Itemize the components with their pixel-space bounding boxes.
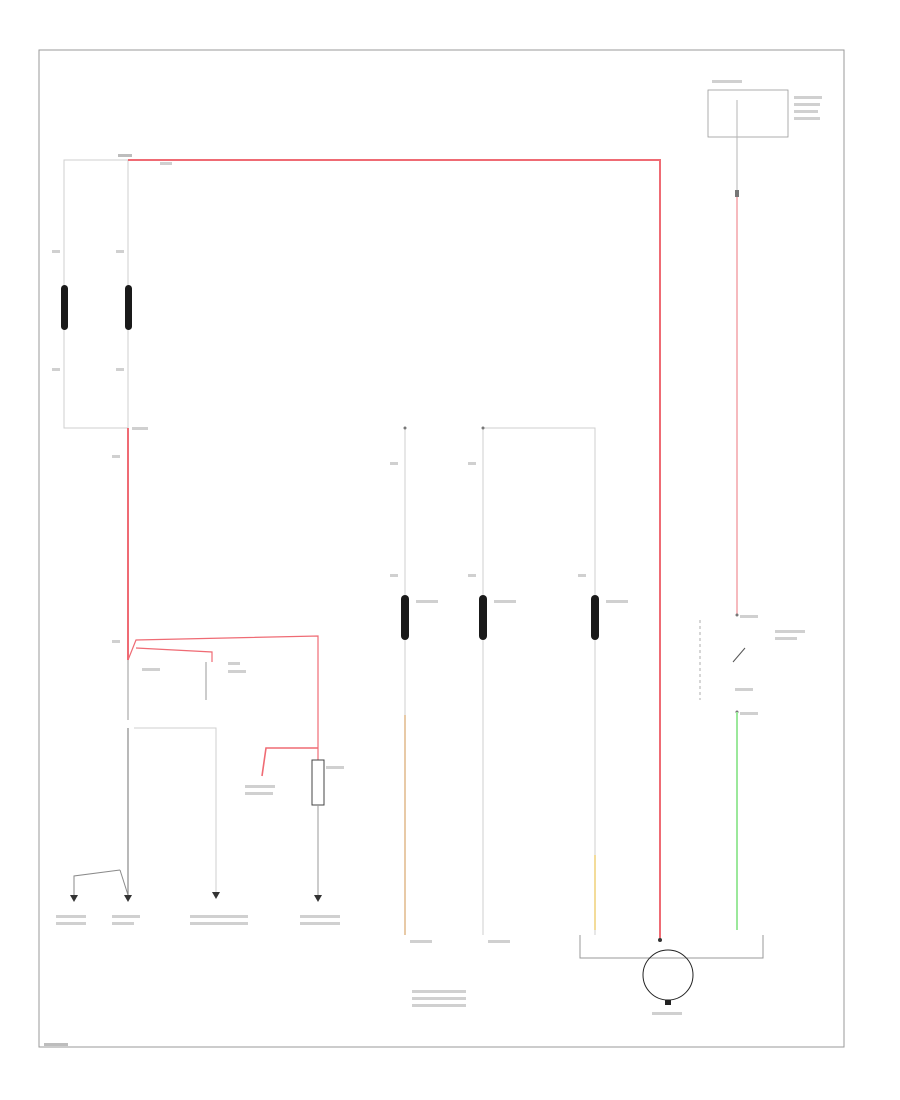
label-mark bbox=[468, 462, 476, 465]
wire-dark-left-spur bbox=[119, 869, 129, 896]
label-mark bbox=[794, 110, 818, 113]
label-mark bbox=[112, 455, 120, 458]
generator-ground bbox=[665, 1000, 671, 1005]
label-mark bbox=[412, 1004, 466, 1007]
wire-gray-switch-right bbox=[134, 727, 217, 892]
label-mark bbox=[494, 600, 516, 603]
label-mark bbox=[412, 990, 466, 993]
label-mark bbox=[116, 250, 124, 253]
label-mark bbox=[245, 785, 275, 788]
label-mark bbox=[794, 117, 820, 120]
label-mark bbox=[112, 922, 134, 925]
label-mark bbox=[606, 600, 628, 603]
label-mark bbox=[390, 574, 398, 577]
label-mark bbox=[44, 1043, 68, 1046]
label-mark bbox=[300, 915, 340, 918]
ground-3 bbox=[212, 892, 220, 899]
ground-1 bbox=[70, 895, 78, 902]
middle-fuse-block bbox=[401, 426, 599, 935]
label-mark bbox=[794, 96, 822, 99]
label-mark bbox=[652, 1012, 682, 1015]
label-mark bbox=[190, 915, 248, 918]
relay-contact bbox=[732, 647, 746, 663]
label-mark bbox=[132, 427, 148, 430]
label-mark bbox=[735, 688, 753, 691]
label-mark bbox=[468, 574, 476, 577]
label-mark bbox=[775, 637, 797, 640]
label-mark bbox=[300, 922, 340, 925]
label-mark bbox=[740, 615, 758, 618]
label-mark bbox=[112, 915, 140, 918]
label-mark bbox=[228, 662, 240, 665]
wire-main-red-top bbox=[128, 159, 661, 938]
label-mark bbox=[390, 462, 398, 465]
fuse-4-top-node bbox=[481, 426, 485, 430]
top-right-module bbox=[707, 89, 789, 138]
label-mark bbox=[142, 668, 160, 671]
wire-labels bbox=[44, 80, 822, 1046]
label-mark bbox=[118, 154, 132, 157]
fuse-5 bbox=[591, 595, 599, 640]
label-mark bbox=[712, 80, 742, 83]
label-mark bbox=[326, 766, 344, 769]
label-mark bbox=[52, 368, 60, 371]
wire-red-fusible bbox=[261, 747, 318, 777]
left-fuse-block bbox=[61, 159, 132, 429]
label-mark bbox=[740, 712, 758, 715]
generator-node bbox=[658, 938, 662, 942]
relay-node-top bbox=[735, 613, 739, 617]
wire-red-branch-2 bbox=[135, 647, 213, 662]
fuse-4 bbox=[479, 595, 487, 640]
label-mark bbox=[228, 670, 246, 673]
label-mark bbox=[410, 940, 432, 943]
label-mark bbox=[190, 922, 248, 925]
wire-top-left-loop bbox=[63, 159, 128, 429]
fuse-2 bbox=[125, 285, 132, 330]
ground-4 bbox=[314, 895, 322, 902]
fuse-1 bbox=[61, 285, 68, 330]
label-mark bbox=[112, 640, 120, 643]
label-mark bbox=[245, 792, 273, 795]
ignition-switch-area bbox=[70, 635, 325, 902]
fusible-link bbox=[311, 759, 325, 806]
diagram-border bbox=[38, 49, 845, 1048]
generator-block bbox=[579, 935, 764, 1005]
label-mark bbox=[578, 574, 586, 577]
label-mark bbox=[412, 997, 466, 1000]
ground-2 bbox=[124, 895, 132, 902]
wire-dark-left-branch bbox=[73, 869, 121, 895]
right-fuse-stub bbox=[735, 190, 739, 197]
wire-red-to-switch bbox=[127, 635, 319, 760]
label-mark bbox=[416, 600, 438, 603]
wire-fuse-4-5-top bbox=[483, 427, 596, 935]
label-mark bbox=[488, 940, 510, 943]
label-mark bbox=[775, 630, 805, 633]
fuse-3-top-node bbox=[403, 426, 407, 430]
generator-connector bbox=[579, 935, 764, 959]
label-mark bbox=[52, 250, 60, 253]
label-mark bbox=[56, 915, 86, 918]
label-mark bbox=[794, 103, 820, 106]
label-mark bbox=[160, 162, 172, 165]
label-mark bbox=[116, 368, 124, 371]
label-mark bbox=[56, 922, 86, 925]
right-side-block bbox=[699, 89, 789, 930]
fuse-3 bbox=[401, 595, 409, 640]
